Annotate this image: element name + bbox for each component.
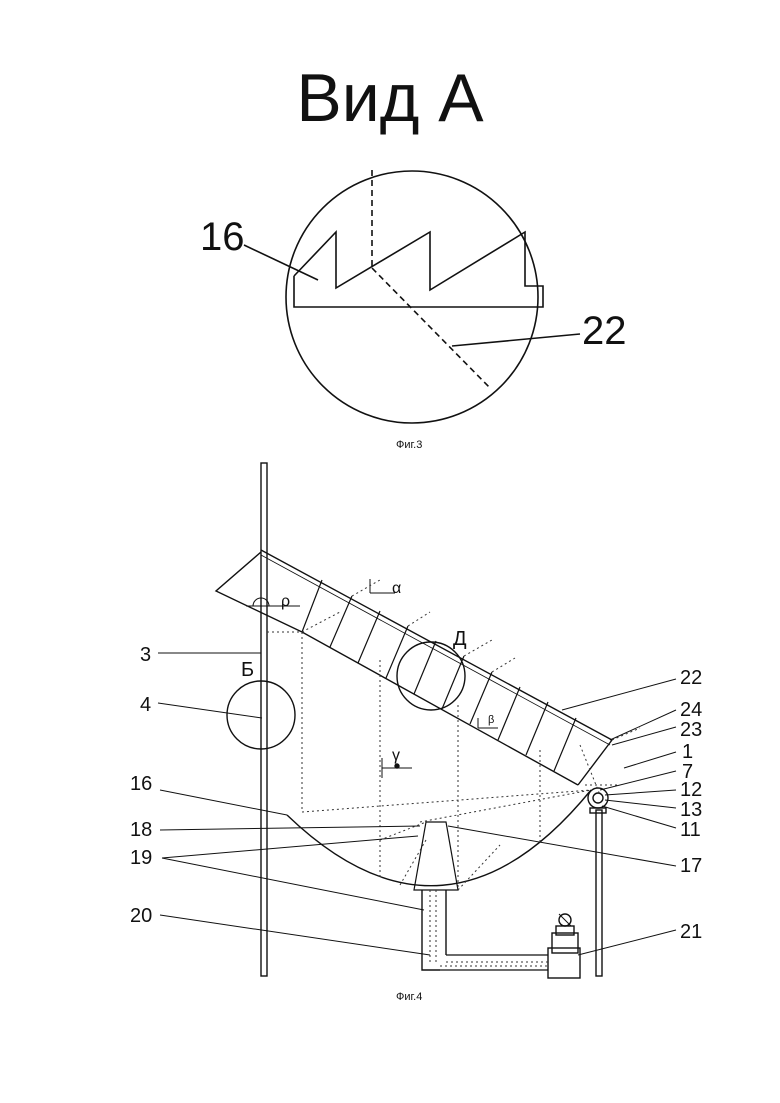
fig4-label-23: 23 [680, 719, 702, 741]
inclined-dashed-line-22 [372, 268, 490, 388]
unit-21-inner [552, 933, 578, 953]
pivot-bearing [588, 788, 608, 808]
fig4-label-18: 18 [130, 819, 152, 841]
angle-rho-label: ρ [281, 593, 290, 610]
panel-slats [302, 580, 576, 771]
pivot-bearing-inner [593, 793, 603, 803]
fig4-label-21: 21 [680, 921, 702, 943]
fig4-view-d-label: Д [453, 628, 467, 650]
panel-right-end [578, 740, 612, 785]
parabolic-concentrator [287, 790, 591, 886]
fig3-label-16: 16 [200, 215, 245, 259]
fig4-label-17: 17 [680, 855, 702, 877]
fig4-label-11: 11 [680, 819, 701, 841]
fig4-label-22: 22 [680, 667, 702, 689]
fig4-label-12: 12 [680, 779, 702, 801]
fig4-label-24: 24 [680, 699, 702, 721]
fig3-caption: Фиг.3 [396, 439, 422, 451]
panel-top-edge [261, 550, 612, 740]
fig4-label-16: 16 [130, 773, 152, 795]
fig4-label-3: 3 [140, 644, 151, 666]
angle-alpha-label: α [392, 580, 401, 597]
sawtooth-profile [294, 232, 543, 307]
detail-circle [286, 171, 538, 423]
right-post [596, 810, 602, 976]
panel-cover-line [261, 555, 610, 745]
fig4-caption: Фиг.4 [396, 991, 422, 1003]
angle-beta-label: β [488, 714, 494, 726]
receiver-trapezoid [414, 822, 458, 890]
fig4-label-13: 13 [680, 799, 702, 821]
fig4-label-4: 4 [140, 694, 151, 716]
left-wedge [216, 552, 302, 632]
fig4-leaders [158, 653, 676, 955]
fig4-view-b-label: Б [241, 659, 254, 681]
fig4-label-19: 19 [130, 847, 152, 869]
fig3-label-22: 22 [582, 309, 627, 353]
fig3-detail [244, 170, 580, 423]
leader-22 [452, 334, 580, 346]
fig4-label-20: 20 [130, 905, 152, 927]
fig4-section [216, 463, 612, 978]
collector-pipe [422, 890, 440, 970]
left-post [261, 463, 267, 976]
fig4-label-1: 1 [682, 741, 693, 763]
angle-gamma-label: γ [392, 747, 400, 764]
